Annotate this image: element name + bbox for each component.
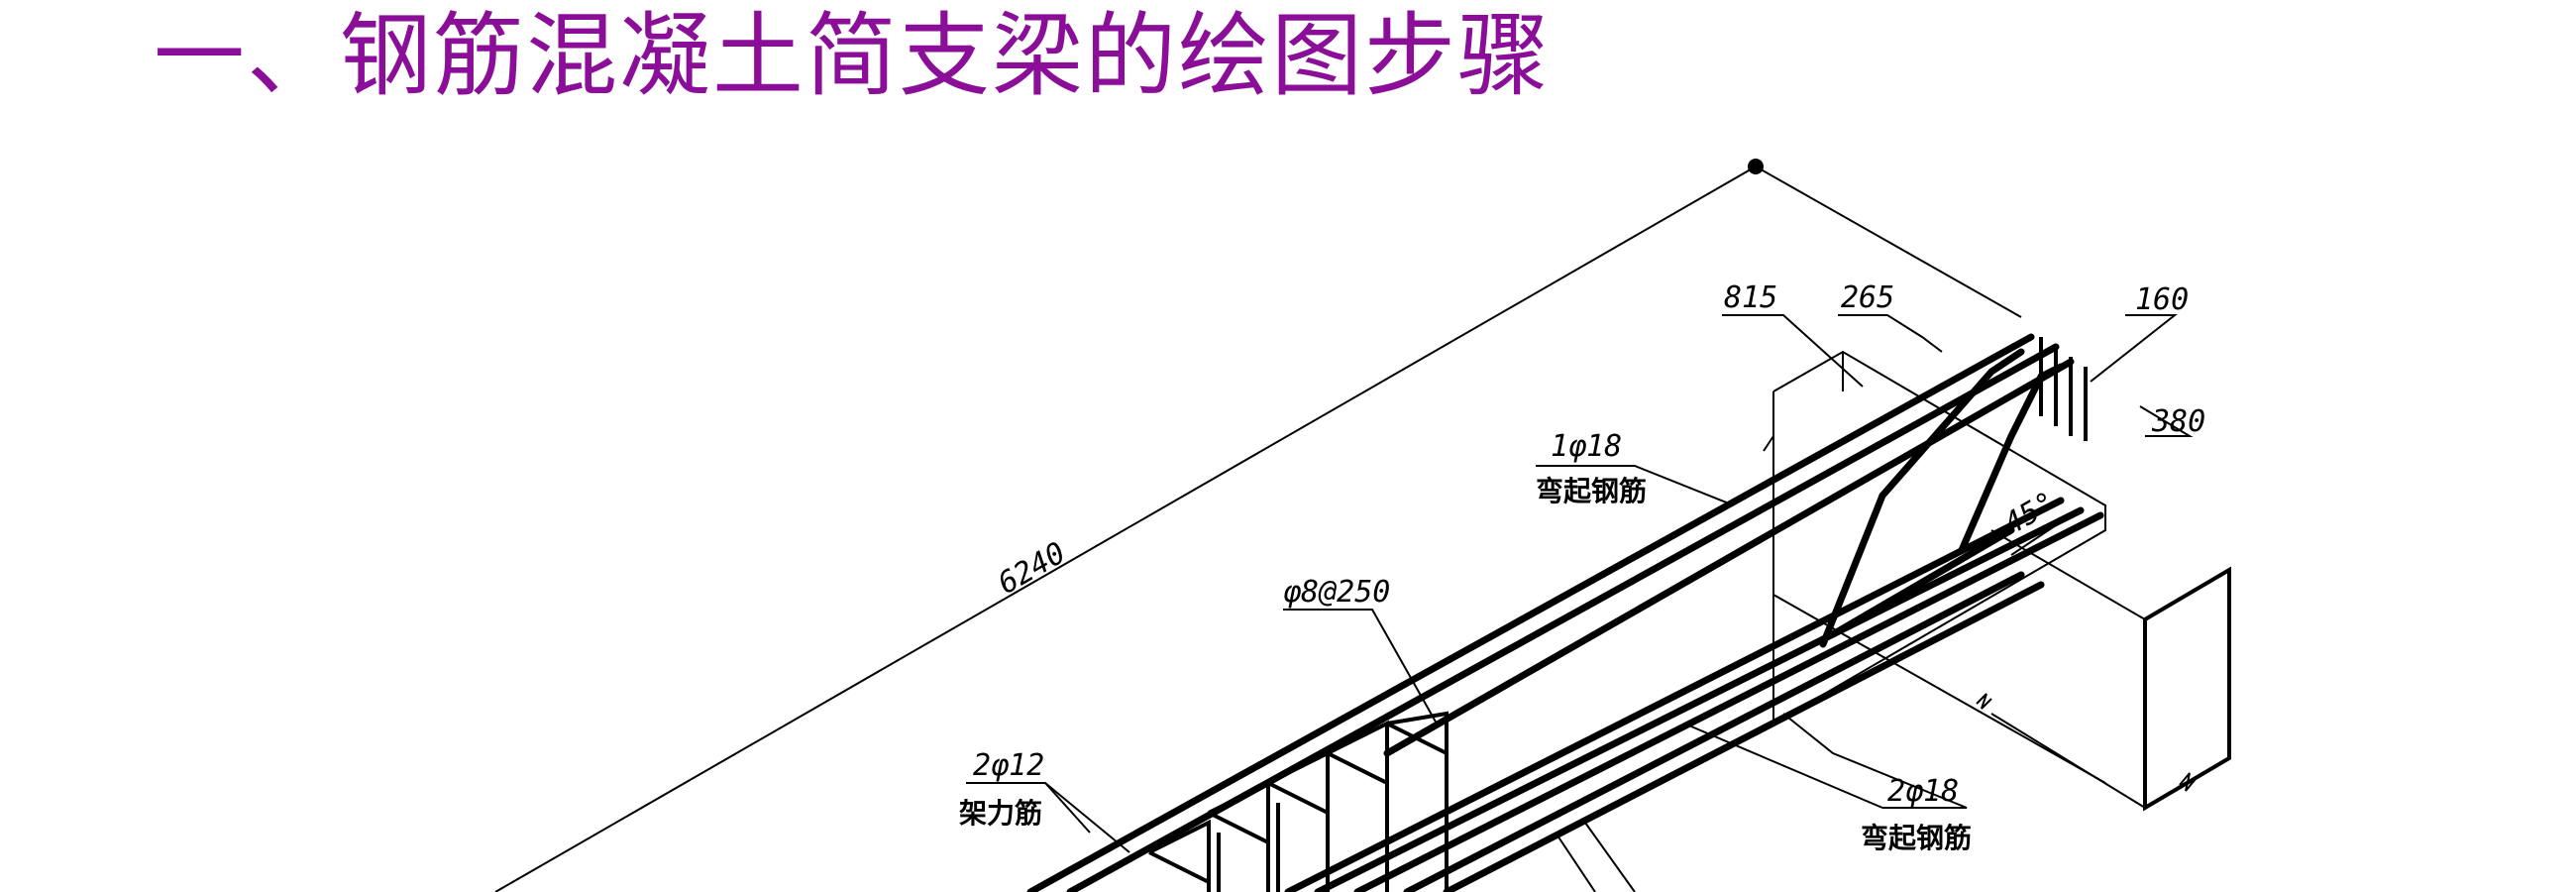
dim-380-label: 380 [2151,404,2205,439]
bottom-bars [1284,497,2104,892]
span-dimension: 6240 [494,159,2022,892]
dimension-node [1748,159,1764,174]
end-hooks [2039,337,2088,441]
erection-bar-name: 架力筋 [959,797,1042,830]
dim-265-label: 265 [1841,280,1894,315]
bent-bar-top-spec: 1φ18 [1551,429,1622,464]
bent-bar-bottom-spec: 2φ18 [1887,774,1959,809]
dim-815-label: 815 [1724,280,1777,315]
bent-up-bars [1819,348,2065,648]
stirrups [1148,711,1449,892]
support-column [1976,529,2231,812]
slide-title: 一、钢筋混凝土简支梁的绘图步骤 [154,3,1552,109]
span-label: 6240 [993,535,1072,601]
leader-lines [966,314,2194,892]
erection-bar-spec: 2φ12 [973,748,1044,783]
bent-bar-top-name: 弯起钢筋 [1536,475,1647,507]
dim-160-label: 160 [2135,282,2189,317]
stirrup-spec: φ8@250 [1283,575,1390,610]
bent-bar-bottom-name: 弯起钢筋 [1861,822,1972,854]
